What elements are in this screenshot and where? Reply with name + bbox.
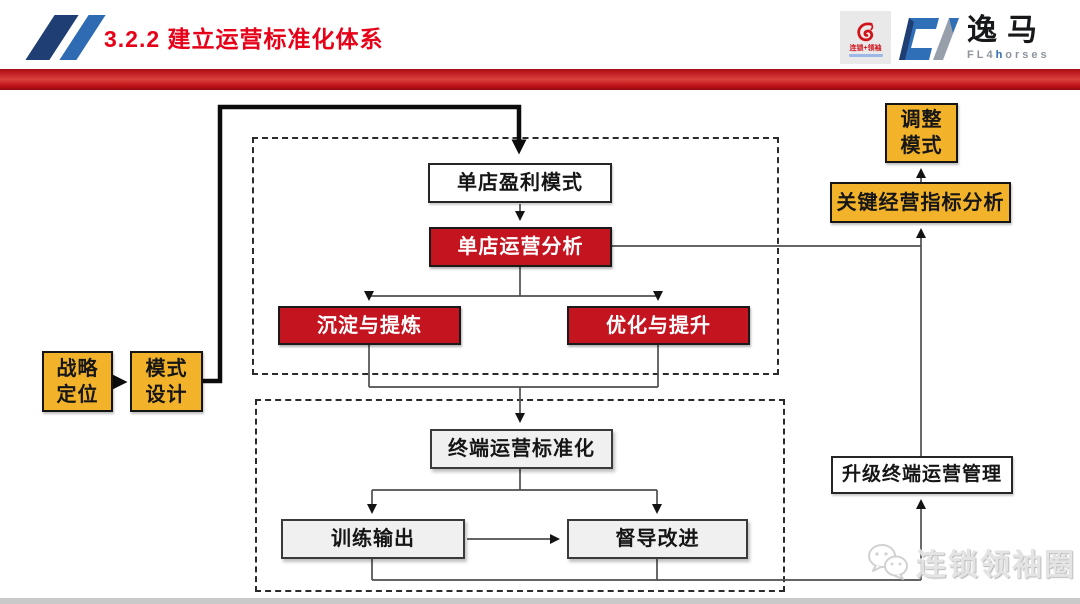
chain-leader-logo-text: 连锁+领袖 xyxy=(849,44,882,52)
node-standard: 终端运营标准化 xyxy=(430,429,613,469)
node-analysis: 单店运营分析 xyxy=(429,227,612,267)
header-divider-bar xyxy=(0,69,1080,90)
node-design: 模式 设计 xyxy=(130,351,203,412)
node-supervise: 督导改进 xyxy=(567,519,748,559)
node-adjust: 调整 模式 xyxy=(885,103,958,163)
node-strategy: 战略 定位 xyxy=(42,351,113,412)
bottom-edge-strip xyxy=(0,598,1080,604)
node-distill: 沉淀与提炼 xyxy=(278,306,461,345)
lower-dashed-container xyxy=(255,399,785,592)
flyhorses-ca-mark-icon xyxy=(899,18,959,60)
flyhorses-logo-subtext: FL4horses xyxy=(967,50,1050,61)
flyhorses-sub-gray1: FL4 xyxy=(967,49,996,61)
watermark: 连锁领袖圈 xyxy=(866,540,1076,584)
node-profit: 单店盈利模式 xyxy=(428,163,612,203)
wechat-bubbles-icon xyxy=(868,544,908,580)
page-title: 3.2.2 建立运营标准化体系 xyxy=(104,26,384,52)
node-upgrade: 升级终端运营管理 xyxy=(831,456,1013,494)
flyhorses-sub-gray2: orses xyxy=(1005,49,1050,61)
node-training: 训练输出 xyxy=(281,519,465,559)
watermark-text: 连锁领袖圈 xyxy=(916,549,1076,582)
phoenix-swirl-icon xyxy=(856,22,873,41)
chain-leader-logo-subline xyxy=(848,53,883,57)
node-kpi: 关键经营指标分析 xyxy=(830,182,1011,223)
flyhorses-logo: 逸马 FL4horses xyxy=(897,14,1050,64)
flyhorses-sub-blue: h xyxy=(995,49,1006,61)
chain-leader-logo: 连锁+领袖 xyxy=(840,11,891,64)
node-optimize: 优化与提升 xyxy=(567,306,750,345)
flyhorses-logo-name: 逸马 xyxy=(967,14,1047,47)
